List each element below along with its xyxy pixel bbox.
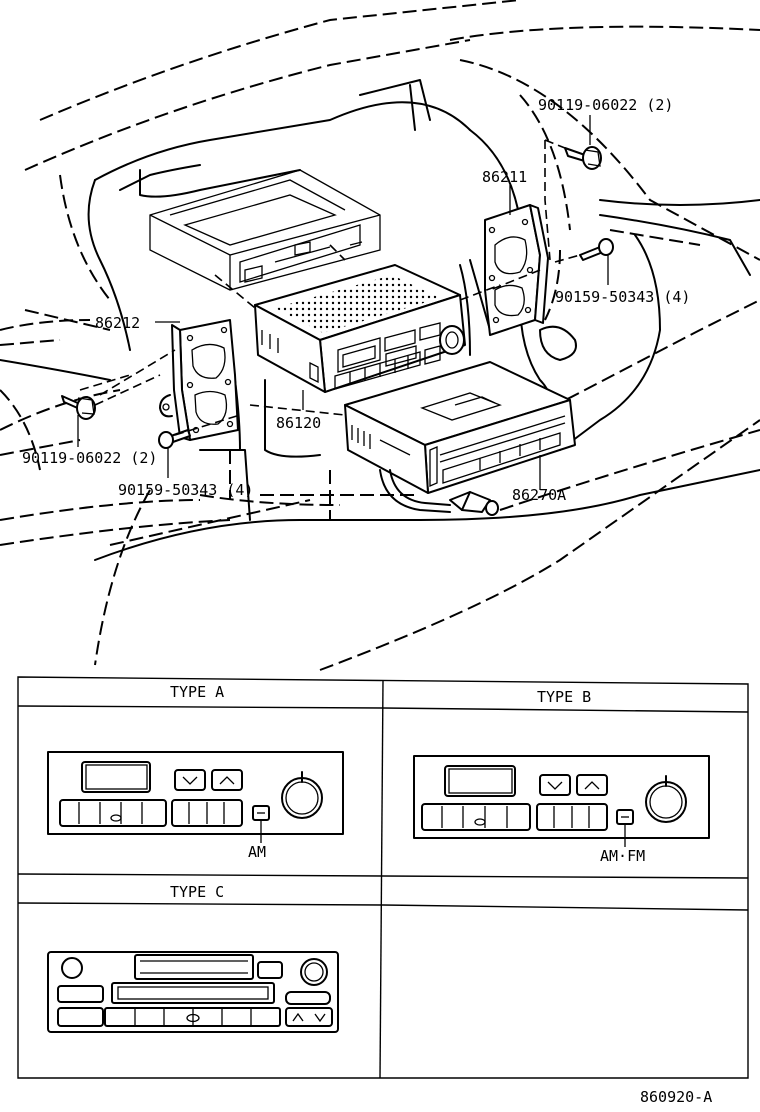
type-b-header: TYPE B: [537, 688, 591, 706]
type-table: TYPE A TYPE B TYPE C: [17, 676, 749, 1079]
cd-changer-86270A: [344, 361, 576, 516]
type-b-amfm-label: AM·FM: [600, 847, 645, 865]
bolt-left: [61, 395, 96, 420]
type-a-am-label: AM: [248, 843, 266, 861]
leader-lines: [77, 115, 609, 490]
type-c-faceplate: [47, 951, 339, 1033]
callout-screw-left: 90159-50343 (4): [118, 481, 253, 499]
callout-radio: 86120: [276, 414, 321, 432]
footer-code: 860920-A: [640, 1088, 712, 1106]
callout-bracket-left: 86212: [95, 314, 140, 332]
bolt-top-right: [564, 146, 602, 170]
screw-right: [579, 238, 614, 261]
callout-labels: 90119-06022 (2) 86211 90159-50343 (4) 86…: [22, 96, 690, 504]
bracket-86212: [159, 319, 239, 441]
old-unit-outline: [149, 169, 381, 346]
type-b-faceplate: AM·FM: [413, 755, 710, 865]
bracket-86211: [484, 204, 549, 336]
install-lines: [79, 139, 581, 436]
type-c-header: TYPE C: [170, 883, 224, 901]
callout-screw-right: 90159-50343 (4): [555, 288, 690, 306]
type-a-faceplate: AM: [47, 751, 344, 861]
radio-86120: [254, 264, 466, 393]
callout-changer: 86270A: [512, 486, 566, 504]
callout-bolt-left: 90119-06022 (2): [22, 449, 157, 467]
type-a-header: TYPE A: [170, 683, 224, 701]
callout-bracket-right: 86211: [482, 168, 527, 186]
callout-bolt-top: 90119-06022 (2): [538, 96, 673, 114]
